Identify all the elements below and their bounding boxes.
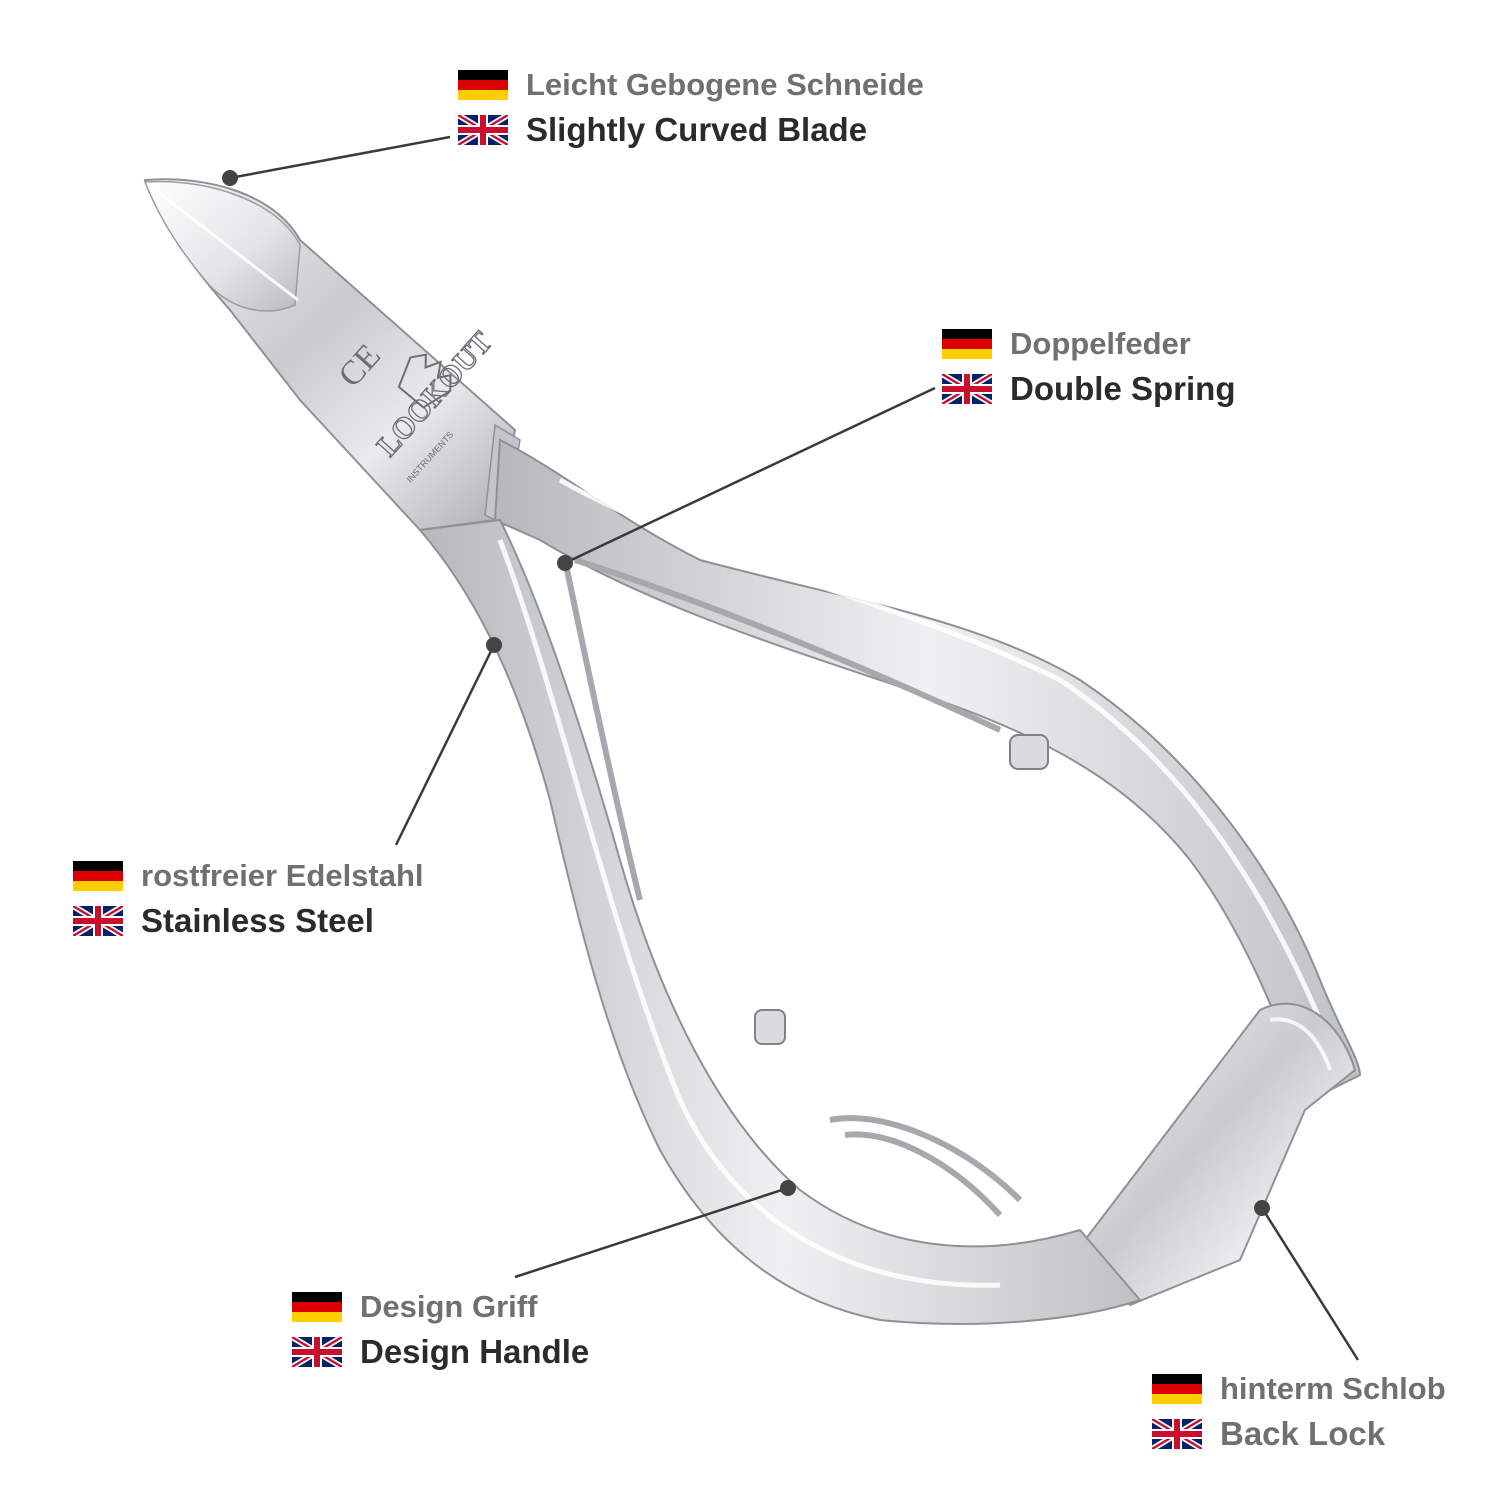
screw-pins	[754, 734, 1049, 1045]
uk-flag-icon	[942, 374, 992, 404]
leader-line-spring	[564, 386, 936, 565]
german-flag-icon	[942, 329, 992, 359]
callout-dots	[222, 170, 1270, 1216]
callout-handle: Design Griff Design Handle	[292, 1284, 589, 1374]
leader-line-steel	[394, 644, 496, 846]
uk-flag-icon	[1152, 1419, 1202, 1449]
callout-spring-en: Double Spring	[1010, 369, 1236, 407]
callout-blade-de: Leicht Gebogene Schneide	[526, 66, 924, 102]
crown-icon	[397, 353, 452, 409]
callout-spring: Doppelfeder Double Spring	[942, 321, 1236, 411]
leader-line-lock	[1260, 1207, 1360, 1361]
leader-line-handle	[514, 1186, 789, 1279]
callout-handle-de: Design Griff	[360, 1288, 538, 1324]
uk-flag-icon	[292, 1337, 342, 1367]
double-spring	[562, 557, 1023, 1218]
callout-blade-en: Slightly Curved Blade	[526, 110, 868, 148]
leader-lines	[229, 135, 1360, 1361]
callout-lock-en: Back Lock	[1220, 1414, 1386, 1452]
german-flag-icon	[73, 861, 123, 891]
callout-steel-en: Stainless Steel	[141, 901, 374, 939]
callout-spring-de: Doppelfeder	[1010, 325, 1191, 361]
callout-steel-de: rostfreier Edelstahl	[141, 857, 424, 893]
callout-steel: rostfreier Edelstahl Stainless Steel	[73, 853, 424, 943]
uk-flag-icon	[458, 115, 508, 145]
german-flag-icon	[1152, 1374, 1202, 1404]
uk-flag-icon	[73, 906, 123, 936]
back-lock	[1083, 1002, 1357, 1307]
callout-blade: Leicht Gebogene Schneide Slightly Curved…	[458, 62, 924, 152]
german-flag-icon	[458, 70, 508, 100]
callout-handle-en: Design Handle	[360, 1332, 590, 1370]
blade-edge	[143, 180, 301, 312]
german-flag-icon	[292, 1292, 342, 1322]
lower-handle	[418, 518, 1142, 1325]
callout-lock: hinterm Schlob Back Lock	[1152, 1366, 1446, 1456]
callout-lock-de: hinterm Schlob	[1220, 1370, 1446, 1406]
leader-line-blade	[229, 135, 451, 180]
